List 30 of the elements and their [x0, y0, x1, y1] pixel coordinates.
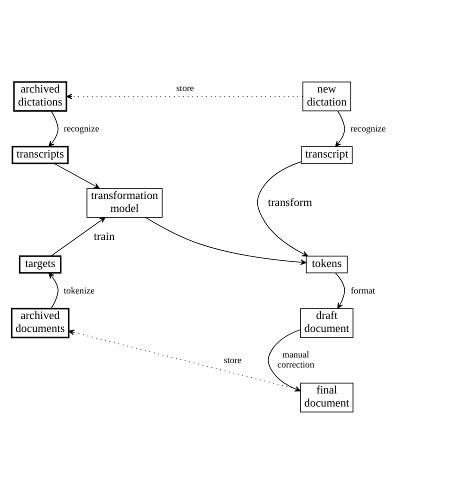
node-box: final document [300, 382, 354, 412]
edge-label: recognize [350, 124, 386, 134]
edge-label: store [176, 83, 194, 94]
arrow [50, 217, 106, 256]
node-box: transcripts [12, 146, 69, 164]
node-box: transcript [300, 146, 353, 164]
arrow [66, 94, 303, 100]
node-box: targets [18, 255, 62, 274]
arrow [145, 217, 306, 265]
edge-label: tokenize [64, 285, 95, 296]
node-box: transformation model [86, 188, 163, 218]
arrow [48, 272, 58, 309]
arrow [268, 329, 301, 392]
node-box: archived documents [10, 308, 70, 338]
node-box: tokens [306, 256, 348, 274]
node-box: draft document [300, 308, 354, 338]
edge-label: manual correction [277, 350, 314, 370]
arrow [54, 163, 100, 189]
arrow [335, 272, 346, 309]
edge-label: transform [268, 196, 312, 209]
node-box: archived dictations [13, 81, 68, 112]
edge-label: train [94, 230, 115, 243]
arrow [48, 110, 58, 148]
edge-label: recognize [64, 124, 100, 134]
arrow [335, 110, 346, 148]
node-box: new dictation [302, 82, 352, 112]
arrow [68, 330, 301, 390]
edge-label: format [350, 285, 376, 296]
edge-label: store [224, 355, 242, 366]
arrow [257, 161, 308, 256]
